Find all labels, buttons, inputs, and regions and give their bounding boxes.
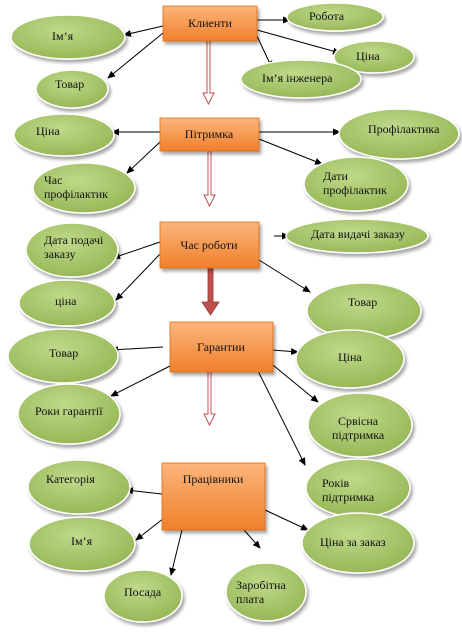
attr-har-rokiv-label-2: підтримка xyxy=(322,490,375,504)
attr-har-roky[interactable] xyxy=(17,383,121,445)
attr-pidtrymka-chas-label-1: Час xyxy=(44,173,62,187)
attr-pidtrymka-tsina[interactable] xyxy=(13,113,115,157)
attr-chas-data-vydachi-label: Дата видачі заказу xyxy=(311,227,405,241)
attributes xyxy=(7,2,460,623)
attr-klienty-imya[interactable] xyxy=(10,14,126,60)
attr-har-servisna-label-1: Срвісна xyxy=(338,414,379,428)
attr-pr-zarobitna-label-1: Заробітна xyxy=(236,578,286,592)
attr-har-servisna-label-2: підтримка xyxy=(332,428,385,442)
attr-pr-tsina-za-zakaz-label: Ціна за заказ xyxy=(320,535,386,549)
attr-pidtrymka-chas-label-2: профілактик xyxy=(44,187,108,201)
attr-pr-katehoriia-label: Категорія xyxy=(46,472,95,486)
attr-pidtrymka-daty-label-1: Дати xyxy=(323,169,348,183)
entity-chas-roboty[interactable]: Час роботи xyxy=(159,221,260,269)
attr-pidtrymka-profilaktyka-label: Профілактика xyxy=(368,122,440,136)
attr-klienty-tovar-label: Товар xyxy=(55,77,84,91)
attr-pidtrymka-daty[interactable] xyxy=(303,156,409,212)
entity-pidtrymka-label: Пітримка xyxy=(185,127,234,141)
entity-pidtrymka[interactable]: Пітримка xyxy=(159,117,260,152)
attr-pr-tsina-za-zakaz[interactable] xyxy=(301,512,415,574)
attr-klienty-tsina-label: Ціна xyxy=(356,49,380,63)
attr-har-tsina-label: Ціна xyxy=(338,350,362,364)
attr-pidtrymka-chas[interactable] xyxy=(32,162,136,214)
attr-pr-zarobitna[interactable] xyxy=(225,562,307,622)
attr-har-tovar-label: Товар xyxy=(49,346,78,360)
attr-har-tsina[interactable] xyxy=(295,329,405,389)
attr-chas-tovar-label: Товар xyxy=(348,295,377,309)
attr-klienty-tsina[interactable] xyxy=(333,40,415,74)
attr-pidtrymka-profilaktyka[interactable] xyxy=(338,108,460,160)
attr-pr-posada[interactable] xyxy=(103,569,183,623)
entity-pratsivnyky[interactable]: Працівники xyxy=(161,462,266,531)
attr-klienty-imya-inzhenera-label: Ім’я інженера xyxy=(262,71,333,85)
entity-klienty[interactable]: Клиенти xyxy=(162,5,258,42)
attr-har-roky-label: Роки гарантії xyxy=(35,404,103,418)
attr-chas-data-podachi-label-1: Дата подачі xyxy=(44,233,104,247)
flow-arrows xyxy=(201,40,220,427)
attr-pr-imya[interactable] xyxy=(28,516,136,572)
attr-pr-imya-label: Ім’я xyxy=(71,534,93,548)
attr-klienty-robota-label: Робота xyxy=(309,9,345,23)
attr-har-rokiv-label-1: Років xyxy=(322,476,350,490)
attribute-labels: Ім’я Товар Робота Ціна Ім’я інженера Цін… xyxy=(35,9,440,606)
attr-klienty-imya-inzhenera[interactable] xyxy=(240,59,362,99)
attr-chas-data-vydachi[interactable] xyxy=(285,218,429,254)
attr-pr-zarobitna-label-2: плата xyxy=(236,592,265,606)
flow-arrow-solid xyxy=(201,267,220,316)
entity-chas-roboty-label: Час роботи xyxy=(180,238,238,252)
attr-chas-data-podachi[interactable] xyxy=(25,222,119,278)
attr-klienty-robota[interactable] xyxy=(286,2,384,32)
attr-pr-katehoriia[interactable] xyxy=(27,459,131,515)
connector-lines xyxy=(107,16,341,576)
attr-chas-tsina[interactable] xyxy=(18,279,116,327)
entity-pratsivnyky-label: Працівники xyxy=(183,472,244,486)
entity-harantii[interactable]: Гарантии xyxy=(169,321,274,373)
entity-klienty-label: Клиенти xyxy=(188,16,232,30)
attr-pidtrymka-tsina-label: Ціна xyxy=(36,124,60,138)
flow-arrow-outline xyxy=(202,40,216,427)
attr-pidtrymka-daty-label-2: профілактик xyxy=(323,183,387,197)
entity-harantii-label: Гарантии xyxy=(197,340,245,354)
attr-har-servisna[interactable] xyxy=(307,392,413,458)
attr-pr-posada-label: Посада xyxy=(124,585,162,599)
attr-chas-data-podachi-label-2: заказу xyxy=(44,247,76,261)
attr-klienty-tovar[interactable] xyxy=(35,69,109,109)
attr-har-tovar[interactable] xyxy=(7,328,119,384)
attr-klienty-imya-label: Ім’я xyxy=(52,29,74,43)
attr-chas-tsina-label: ціна xyxy=(55,294,77,308)
